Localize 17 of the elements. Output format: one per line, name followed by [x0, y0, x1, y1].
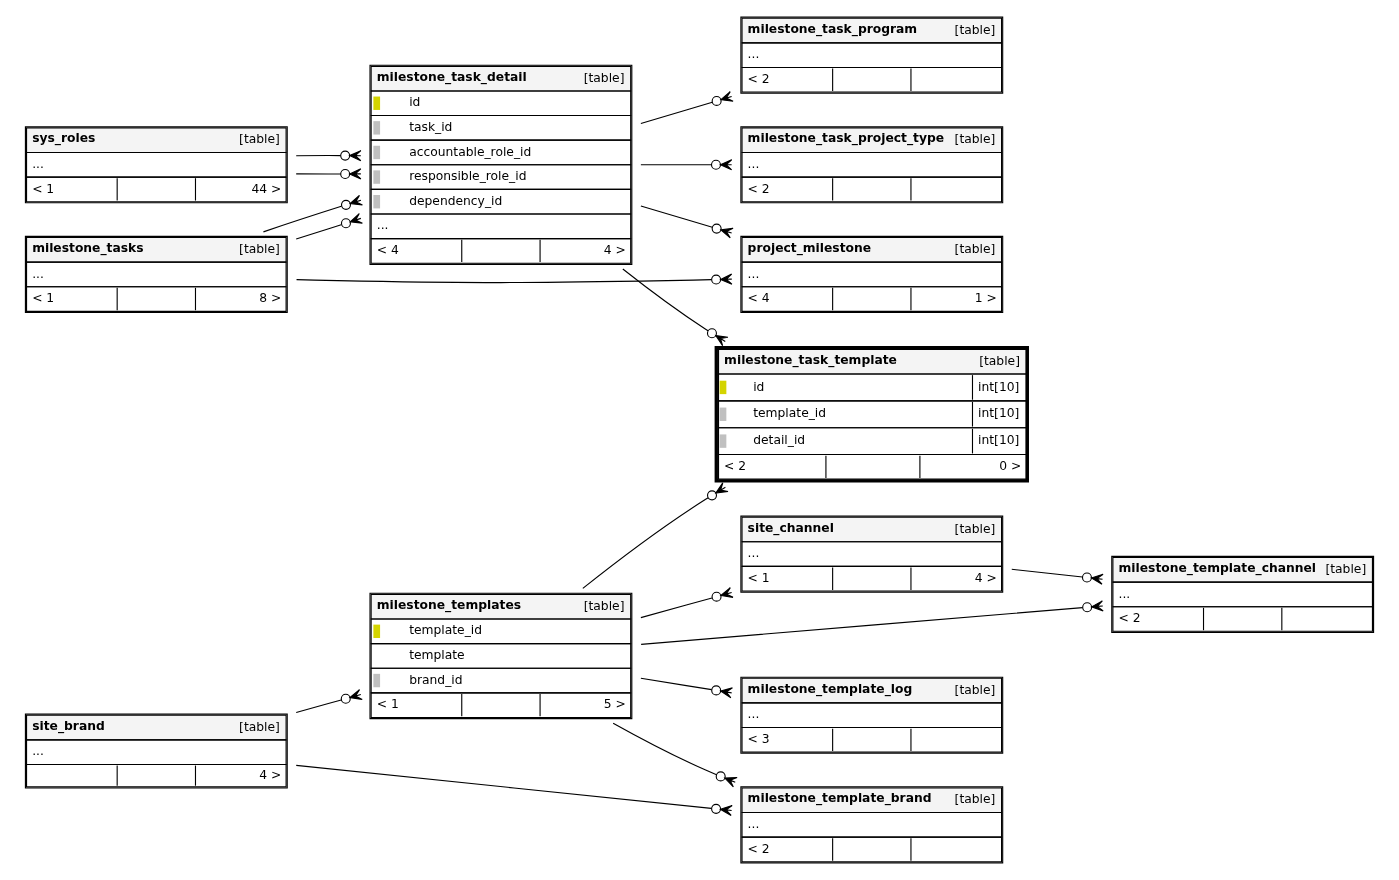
connector — [295, 213, 363, 240]
connector — [640, 587, 734, 619]
connector — [640, 91, 734, 125]
connector — [295, 150, 362, 162]
connector — [295, 273, 733, 285]
connector — [582, 482, 729, 589]
connector — [295, 689, 363, 714]
connector — [295, 764, 733, 817]
connector — [262, 194, 363, 233]
connector — [640, 159, 733, 171]
connector — [640, 600, 1104, 645]
connector — [622, 268, 729, 347]
connector — [612, 722, 738, 788]
connector — [640, 205, 734, 239]
connector — [295, 168, 362, 180]
connector — [640, 677, 733, 699]
connector — [1011, 568, 1104, 585]
